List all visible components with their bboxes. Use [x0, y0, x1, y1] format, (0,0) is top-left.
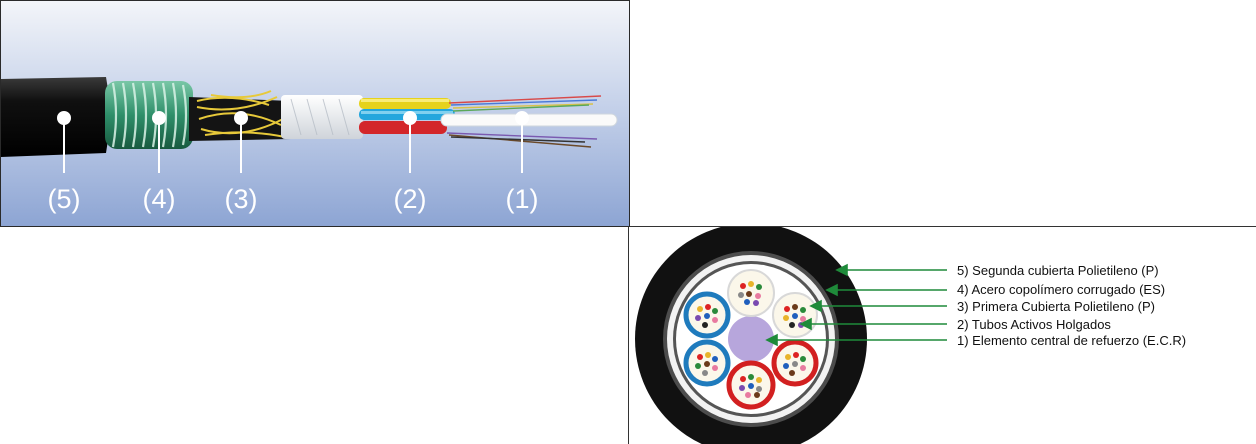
cable-photo-drawing: (5) (4) (3) (2) (1) [1, 1, 629, 226]
cross-fibers [695, 281, 806, 398]
cross-section-drawing: 5) Segunda cubierta Polietileno (P) 4) A… [635, 227, 1186, 444]
cross-section-diagram: 5) Segunda cubierta Polietileno (P) 4) A… [629, 227, 1256, 444]
callout-label-5: (5) [48, 184, 81, 214]
corrugated-armor [105, 81, 193, 149]
outer-jacket [1, 77, 110, 157]
legend-arrows [765, 263, 947, 347]
divider-horizontal [630, 226, 1256, 227]
callout-label-1: (1) [506, 184, 539, 214]
cable-photo: (5) (4) (3) (2) (1) [0, 0, 630, 227]
fibers [446, 95, 602, 148]
legend-item-4: 4) Acero copolímero corrugado (ES) [957, 282, 1165, 297]
legend-item-3: 3) Primera Cubierta Polietileno (P) [957, 299, 1155, 314]
divider-vertical [628, 227, 629, 444]
callout-label-2: (2) [394, 184, 427, 214]
legend-item-2: 2) Tubos Activos Holgados [957, 317, 1111, 332]
legend-item-1: 1) Elemento central de refuerzo (E.C.R) [957, 333, 1186, 348]
callout-label-3: (3) [225, 184, 258, 214]
aramid-yarn [196, 90, 286, 138]
legend-item-5: 5) Segunda cubierta Polietileno (P) [957, 263, 1159, 278]
callout-label-4: (4) [143, 184, 176, 214]
central-strength-member [440, 113, 618, 127]
binder-tape [281, 95, 363, 139]
cross-central-member [728, 316, 774, 362]
